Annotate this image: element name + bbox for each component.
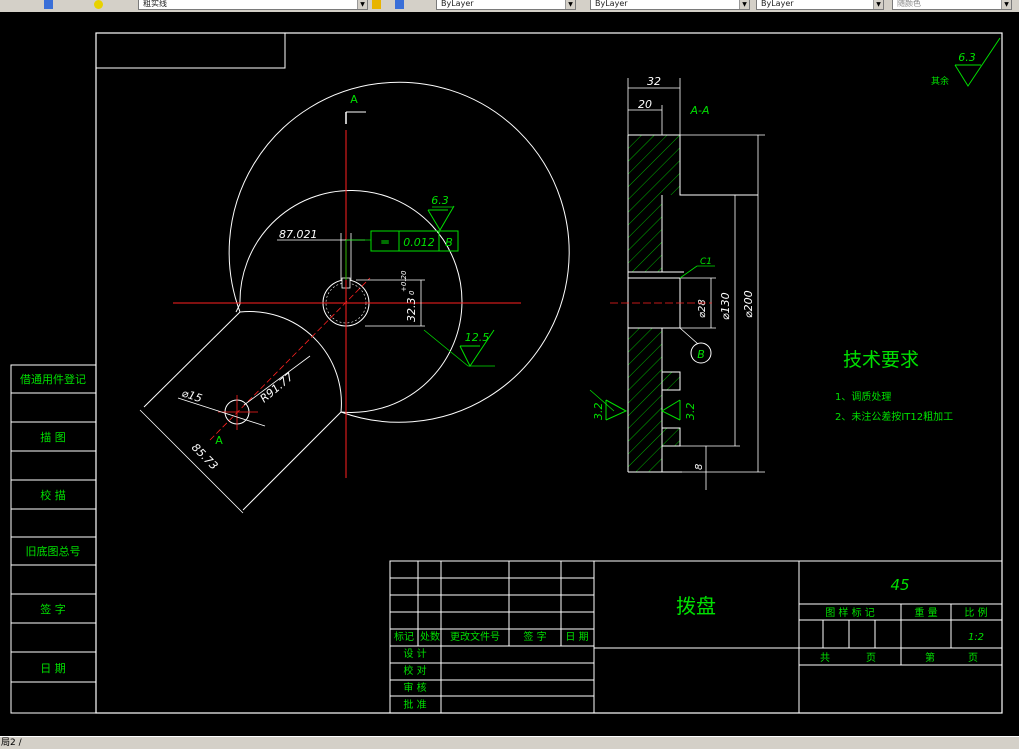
layer-previous-icon[interactable] [395,0,404,9]
datum-b-circle [690,342,712,364]
dim-20: 20 [638,98,652,111]
roughness-symbol [427,205,455,231]
col-weight: 重 量 [914,606,937,619]
col-scale: 比 例 [964,606,987,619]
section-label-top: A [350,93,358,106]
dim-8: 8 [694,464,705,470]
lineweight-control-value: ByLayer [761,0,794,8]
row-design: 设 计 [403,647,426,660]
code-box [96,33,286,69]
outer-circle-arc [228,81,570,423]
slot-edge [242,411,342,511]
dim-dia15: ⌀15 [180,386,204,405]
title-block [389,560,1003,714]
roughness-other-value: 6.3 [958,51,976,64]
roughness-63: 6.3 [431,194,449,207]
section-view-label: A-A [689,104,709,117]
side-label-2: 描 图 [40,430,66,444]
tolerance-value: 0.012 [403,236,435,249]
dim-dia28: ⌀28 [697,299,708,318]
scale-value: 1:2 [968,632,984,643]
chevron-down-icon: ▼ [873,0,883,9]
layer-dropdown[interactable]: 粗实线 ▼ [138,0,368,10]
side-label-3: 校 描 [40,488,66,502]
dim-r9177: R91.77 [258,370,296,405]
dim-87021: 87.021 [279,228,318,241]
header-mark: 标记 [394,631,414,643]
side-label-6: 日 期 [40,662,66,675]
layer-on-icon[interactable] [94,0,103,9]
datum-b: B [697,348,705,361]
color-control-value: ByLayer [441,0,474,8]
tech-item-1: 1、调质处理 [835,391,891,403]
tech-title: 技术要求 [843,349,919,371]
color-control-dropdown[interactable]: ByLayer ▼ [436,0,576,10]
inner-circle-arc [239,190,463,413]
lineweight-control-dropdown[interactable]: ByLayer ▼ [756,0,884,10]
slot-edge [143,311,241,408]
dim-dia130: ⌀130 [719,292,732,320]
keyway-tol-lower: 0 [408,290,416,295]
roughness-other-label: 其余 [931,75,949,87]
keyway-dim: 32.3 [405,298,418,323]
technical-requirements: 技术要求 1、调质处理 2、未注公差按IT12粗加工 [835,349,953,423]
chevron-down-icon: ▼ [1001,0,1011,9]
layout-tabs-bar: 局2 / [0,736,1019,749]
roughness-mid: 3.2 [684,403,697,421]
layer-name: 粗实线 [143,0,167,8]
side-label-4: 旧底图总号 [26,544,81,558]
toolbar: 粗实线 ▼ ByLayer ▼ ByLayer ▼ ByLayer ▼ 随颜色 … [0,0,1019,13]
sheet-label: 第 [925,651,935,664]
plotstyle-control-dropdown: 随颜色 ▼ [892,0,1012,10]
drawing-svg: 借通用件登记 描 图 校 描 旧底图总号 签 字 日 期 A A [10,32,1003,714]
total-label: 共 [820,652,830,664]
part-name: 拨盘 [676,594,716,618]
section-label-bottom: A [215,434,223,447]
drawing-canvas[interactable]: 借通用件登记 描 图 校 描 旧底图总号 签 字 日 期 A A [0,12,1019,736]
tolerance-datum: B [445,236,453,249]
chevron-down-icon: ▼ [565,0,575,9]
roughness-left: 3.2 [592,403,605,421]
header-doc: 更改文件号 [450,630,500,643]
section-view: 32 20 A-A ⌀200 ⌀130 ⌀28 C1 B 3.2 3.2 8 [589,75,765,490]
chevron-down-icon: ▼ [739,0,749,9]
front-view: A A 87.021 ═ 0.012 B 6.3 32.3 +0.20 0 12… [139,81,570,514]
row-check: 校 对 [403,664,426,677]
roughness-other: 6.3 其余 [931,37,1001,87]
col-mark: 图 样 标 记 [825,606,875,619]
material: 45 [890,576,909,594]
row-approve: 批 准 [403,698,426,711]
linetype-control-dropdown[interactable]: ByLayer ▼ [590,0,750,10]
make-current-icon[interactable] [372,0,381,9]
header-date: 日 期 [565,631,588,643]
side-label-1: 借通用件登记 [20,372,86,386]
layout-tab[interactable]: 局2 / [1,738,22,748]
row-review: 审 核 [403,681,426,694]
layer-state-icon[interactable] [44,0,53,9]
tolerance-frame [370,230,459,252]
side-block [10,364,97,714]
tech-item-2: 2、未注公差按IT12粗加工 [835,410,953,423]
chevron-down-icon: ▼ [357,0,367,9]
header-sign: 签 字 [523,630,546,643]
dim-dia200: ⌀200 [742,290,755,318]
side-label-5: 签 字 [40,602,66,616]
chamfer-label: C1 [700,257,712,267]
page-label-2: 页 [968,652,978,664]
flatness-symbol: ═ [380,235,389,249]
roughness-125: 12.5 [465,331,490,344]
header-count: 处数 [420,630,440,643]
slot-arc [239,311,342,413]
linetype-control-value: ByLayer [595,0,628,8]
keyway-tol-upper: +0.20 [400,270,408,292]
page-label: 页 [866,652,876,664]
plotstyle-control-value: 随颜色 [897,0,921,8]
dim-32: 32 [647,75,661,88]
